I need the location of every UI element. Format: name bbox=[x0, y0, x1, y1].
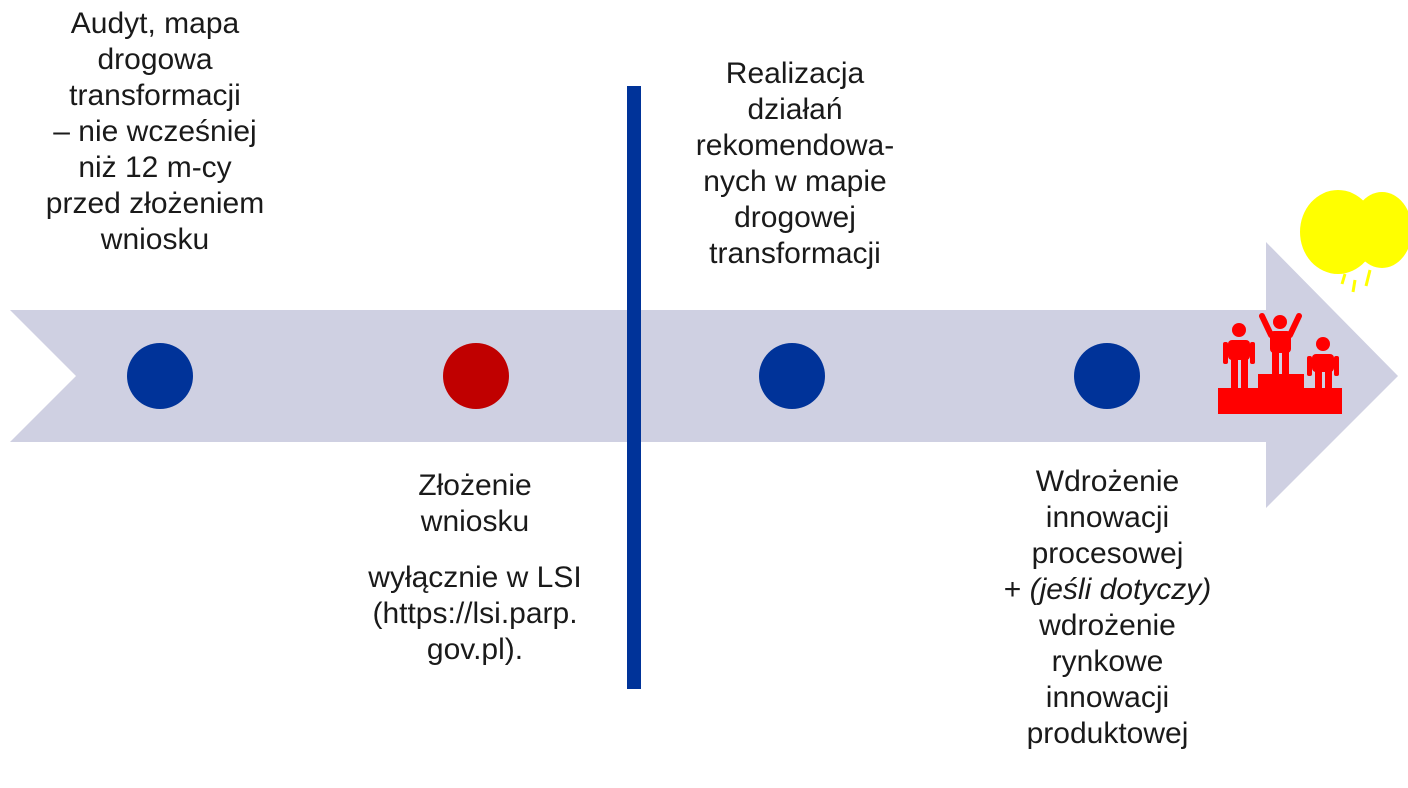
label-line: rynkowe bbox=[1051, 645, 1164, 678]
conditional-line: + (jeśli dotyczy) bbox=[975, 572, 1240, 608]
label-line: procesowej bbox=[1031, 537, 1184, 570]
label-line: innowacji bbox=[1045, 681, 1170, 714]
label-line: niż 12 m-cy bbox=[78, 151, 232, 184]
label-line: wyłącznie w LSI bbox=[368, 561, 582, 594]
label-line: nych w mapie bbox=[703, 165, 887, 198]
label-line: Realizacja bbox=[725, 57, 865, 90]
milestone-dot-audit bbox=[127, 343, 193, 409]
label-line: produktowej bbox=[1026, 717, 1189, 750]
milestone-dot-realization bbox=[759, 343, 825, 409]
label-line: gov.pl). bbox=[426, 633, 524, 666]
label-spacer bbox=[335, 540, 615, 560]
label-line: rekomendowa- bbox=[695, 129, 895, 162]
label-line: Złożenie bbox=[418, 469, 532, 502]
phase-divider-line bbox=[627, 86, 641, 689]
label-line: – nie wcześniej bbox=[53, 115, 257, 148]
milestone-label-submission-note: wyłącznie w LSI(https://lsi.parp.gov.pl)… bbox=[335, 560, 615, 668]
milestone-dot-implementation bbox=[1074, 343, 1140, 409]
label-line: działań bbox=[747, 93, 843, 126]
label-line: transformacji bbox=[709, 237, 881, 270]
label-line: wdrożenie bbox=[1039, 609, 1176, 642]
label-line: (https://lsi.parp. bbox=[372, 597, 578, 630]
label-line: drogowej bbox=[734, 201, 856, 234]
label-line: transformacji bbox=[69, 79, 241, 112]
label-line: wniosku bbox=[100, 223, 210, 256]
timeline-arrow bbox=[10, 242, 1398, 508]
label-line: innowacji bbox=[1045, 501, 1170, 534]
label-line: wniosku bbox=[420, 505, 530, 538]
conditional-text: (jeśli dotyczy) bbox=[1029, 573, 1212, 606]
label-line: przed złożeniem bbox=[45, 187, 265, 220]
balloons-icon bbox=[1300, 190, 1408, 293]
conditional-prefix: + bbox=[1003, 573, 1030, 606]
label-line: Wdrożenie bbox=[1035, 465, 1180, 498]
label-line: drogowa bbox=[97, 43, 213, 76]
milestone-dot-submission bbox=[443, 343, 509, 409]
label-line: Audyt, mapa bbox=[70, 7, 240, 40]
podium-winners-icon bbox=[1218, 313, 1342, 414]
